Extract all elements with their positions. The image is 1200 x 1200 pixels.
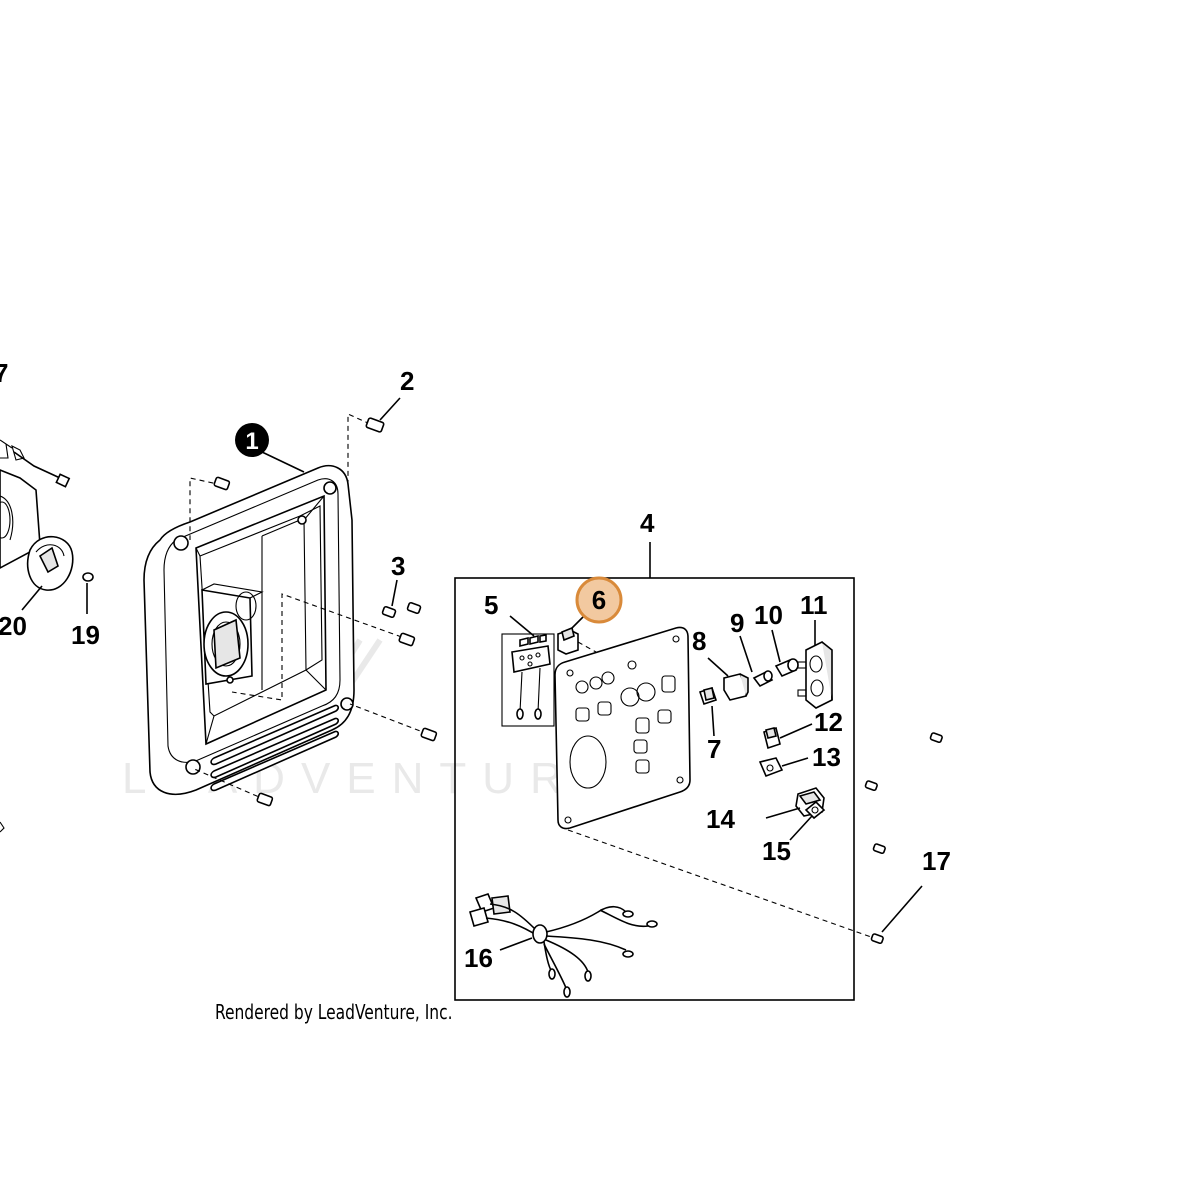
rocker-part-7	[698, 686, 718, 737]
callout-6[interactable]: 6	[592, 585, 606, 615]
callout-8[interactable]: 8	[692, 626, 706, 656]
callout-17[interactable]: 17	[922, 846, 951, 876]
callout-15[interactable]: 15	[762, 836, 791, 866]
board-part-5	[501, 615, 555, 727]
screw-part-19	[82, 572, 94, 614]
callout-14[interactable]: 14	[706, 804, 735, 834]
callout-7-left[interactable]: 7	[0, 358, 8, 388]
front-panel-frame-part-1	[143, 464, 355, 796]
callout-9[interactable]: 9	[730, 608, 744, 638]
pin-part-10	[771, 629, 799, 678]
callout-19[interactable]: 19	[71, 620, 100, 650]
callout-11[interactable]: 11	[800, 590, 828, 620]
callout-16[interactable]: 16	[464, 943, 493, 973]
wire-harness-part-16	[469, 893, 658, 998]
assembly-lines-right	[567, 641, 875, 939]
pin-part-9	[739, 635, 774, 688]
assembly-lines-left	[189, 413, 429, 801]
outlet-part-11	[797, 620, 833, 709]
highlighted-callout-6[interactable]: 6	[575, 576, 623, 624]
callout-13[interactable]: 13	[812, 742, 841, 772]
switch-part-6	[557, 609, 591, 655]
credit-text: Rendered by LeadVenture, Inc.	[215, 1000, 453, 1024]
fitting-part-15	[789, 800, 826, 841]
callout-5[interactable]: 5	[484, 590, 498, 620]
callout-4[interactable]: 4	[640, 508, 655, 538]
callout-1[interactable]: 1	[245, 428, 258, 455]
highlight-ring	[575, 576, 623, 624]
callout-3[interactable]: 3	[391, 551, 405, 581]
callout-2[interactable]: 2	[400, 366, 414, 396]
switch-part-13	[758, 757, 809, 778]
assembly-box-part-4	[454, 542, 855, 1001]
callout-labels: 7 2 3 4 5 8 9 10 11 7 12 13 14 15 16 17 …	[0, 358, 951, 973]
knob-part-20	[21, 535, 74, 611]
callout-10[interactable]: 10	[754, 600, 783, 630]
screws-part-17	[864, 732, 943, 945]
callout-1-disc	[235, 423, 269, 457]
screws-part-1	[213, 397, 438, 807]
callout-20[interactable]: 20	[0, 611, 27, 641]
breaker-part-8	[707, 657, 749, 701]
switch-part-12	[763, 723, 813, 750]
partial-part-left	[0, 439, 71, 833]
callout-12[interactable]: 12	[814, 707, 843, 737]
callout-7[interactable]: 7	[707, 734, 721, 764]
control-plate	[554, 626, 691, 830]
